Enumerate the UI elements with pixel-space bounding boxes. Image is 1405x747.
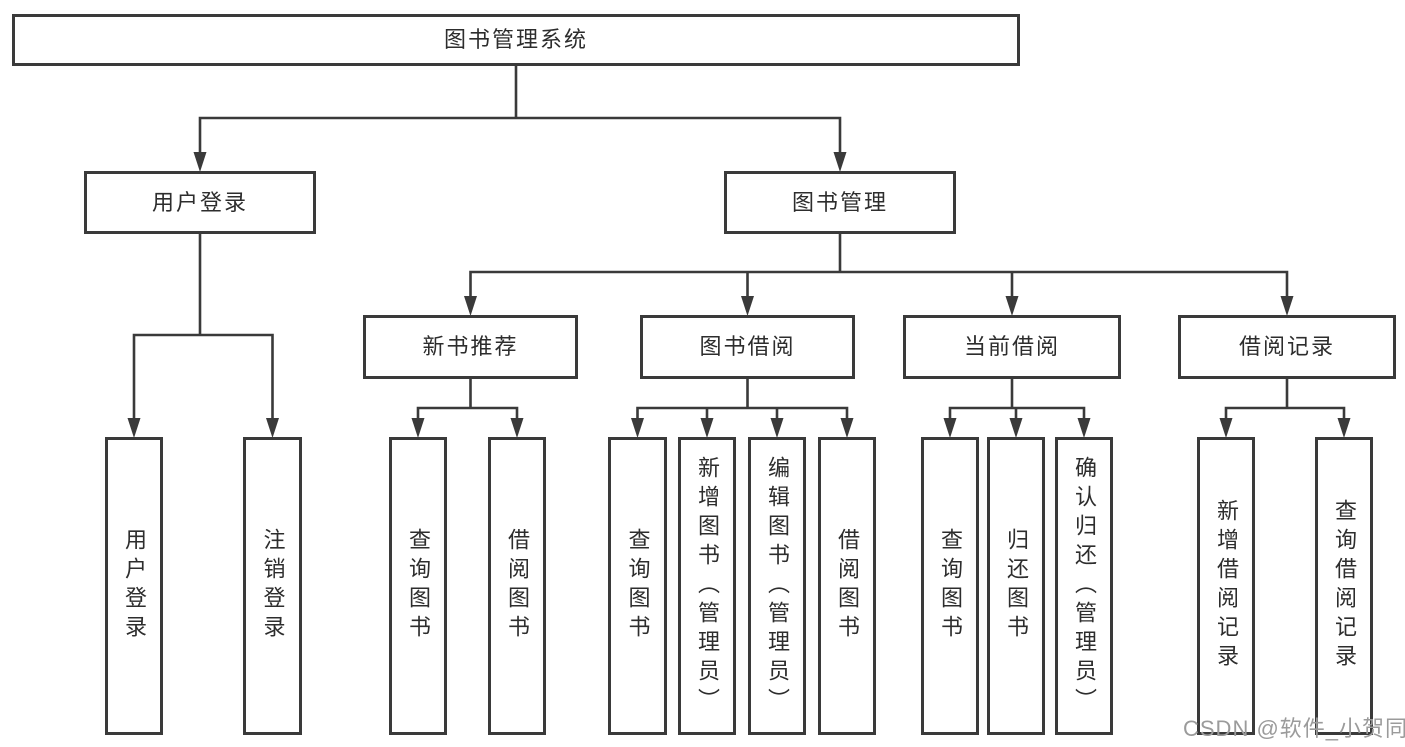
arrowhead-into-leaf-cb-confirm: [1077, 418, 1091, 438]
node-leaf-bb-add: 新增图书（管理员）: [678, 437, 736, 735]
node-label-leaf-cb-confirm: 确认归还（管理员）: [1072, 455, 1097, 717]
arrowhead-into-new-book-rec: [464, 296, 477, 316]
node-leaf-bb-borrow: 借阅图书: [818, 437, 876, 735]
arrowhead-into-leaf-logout: [266, 418, 279, 438]
node-leaf-nb-query: 查询图书: [389, 437, 447, 735]
node-book-borrow: 图书借阅: [640, 315, 855, 379]
node-label-leaf-cb-query: 查询图书: [938, 528, 963, 644]
node-book-mgmt: 图书管理: [724, 171, 956, 234]
node-label-book-borrow: 图书借阅: [699, 334, 796, 359]
node-label-leaf-cb-return: 归还图书: [1004, 528, 1029, 644]
node-root: 图书管理系统: [12, 14, 1020, 66]
node-borrow-records: 借阅记录: [1178, 315, 1396, 379]
node-leaf-nb-borrow: 借阅图书: [488, 437, 546, 735]
arrowhead-into-user-login: [193, 152, 207, 172]
node-label-current-borrow: 当前借阅: [963, 334, 1060, 359]
node-label-leaf-bb-add: 新增图书（管理员）: [695, 455, 720, 717]
node-new-book-rec: 新书推荐: [363, 315, 578, 379]
node-current-borrow: 当前借阅: [903, 315, 1121, 379]
node-leaf-cb-query: 查询图书: [921, 437, 979, 735]
node-label-leaf-nb-borrow: 借阅图书: [505, 528, 530, 644]
node-leaf-cb-return: 归还图书: [987, 437, 1045, 735]
arrowhead-into-borrow-records: [1280, 296, 1294, 316]
arrowhead-into-book-mgmt: [833, 152, 847, 172]
node-label-borrow-records: 借阅记录: [1238, 334, 1335, 359]
arrowhead-into-leaf-br-query: [1337, 418, 1351, 438]
arrowhead-into-leaf-br-add: [1219, 418, 1233, 438]
node-label-leaf-nb-query: 查询图书: [406, 528, 431, 644]
arrowhead-into-leaf-bb-add: [700, 418, 714, 438]
node-label-leaf-br-add: 新增借阅记录: [1214, 499, 1239, 673]
arrowhead-into-leaf-cb-return: [1009, 418, 1023, 438]
node-user-login: 用户登录: [84, 171, 316, 234]
edge-from-book-mgmt: [469, 230, 1289, 301]
node-leaf-user-login: 用户登录: [105, 437, 163, 735]
node-label-leaf-bb-query: 查询图书: [625, 528, 651, 644]
arrowhead-into-leaf-bb-query: [631, 418, 644, 438]
node-label-leaf-user-login: 用户登录: [122, 528, 147, 644]
node-leaf-bb-edit: 编辑图书（管理员）: [748, 437, 806, 735]
node-label-root: 图书管理系统: [443, 27, 588, 52]
arrowhead-into-leaf-bb-edit: [770, 418, 784, 438]
edge-from-borrow-records: [1224, 375, 1346, 423]
node-leaf-logout: 注销登录: [243, 437, 302, 735]
arrowhead-into-book-borrow: [741, 296, 754, 316]
arrowhead-into-leaf-bb-borrow: [840, 418, 854, 438]
node-label-leaf-logout: 注销登录: [260, 528, 286, 644]
edge-from-new-book-rec: [416, 375, 519, 423]
arrowhead-into-leaf-nb-query: [411, 418, 425, 438]
node-label-leaf-bb-borrow: 借阅图书: [835, 528, 860, 644]
node-label-book-mgmt: 图书管理: [791, 189, 888, 215]
node-leaf-br-query: 查询借阅记录: [1315, 437, 1373, 735]
node-label-leaf-bb-edit: 编辑图书（管理员）: [765, 455, 790, 717]
edge-from-user-login: [132, 230, 274, 423]
arrowhead-into-leaf-nb-borrow: [510, 418, 524, 438]
node-leaf-cb-confirm: 确认归还（管理员）: [1055, 437, 1113, 735]
arrowhead-into-leaf-user-login: [127, 418, 141, 438]
arrowhead-into-leaf-cb-query: [943, 418, 957, 438]
arrowhead-into-current-borrow: [1005, 296, 1019, 316]
node-leaf-br-add: 新增借阅记录: [1197, 437, 1255, 735]
node-leaf-bb-query: 查询图书: [608, 437, 667, 735]
edge-from-book-borrow: [636, 375, 849, 423]
node-label-new-book-rec: 新书推荐: [422, 334, 519, 359]
node-label-user-login: 用户登录: [151, 189, 248, 215]
node-label-leaf-br-query: 查询借阅记录: [1332, 499, 1357, 673]
watermark: CSDN @软件_小贺同学: [1183, 716, 1405, 741]
edge-from-current-borrow: [948, 375, 1086, 423]
edge-from-root: [198, 62, 842, 157]
